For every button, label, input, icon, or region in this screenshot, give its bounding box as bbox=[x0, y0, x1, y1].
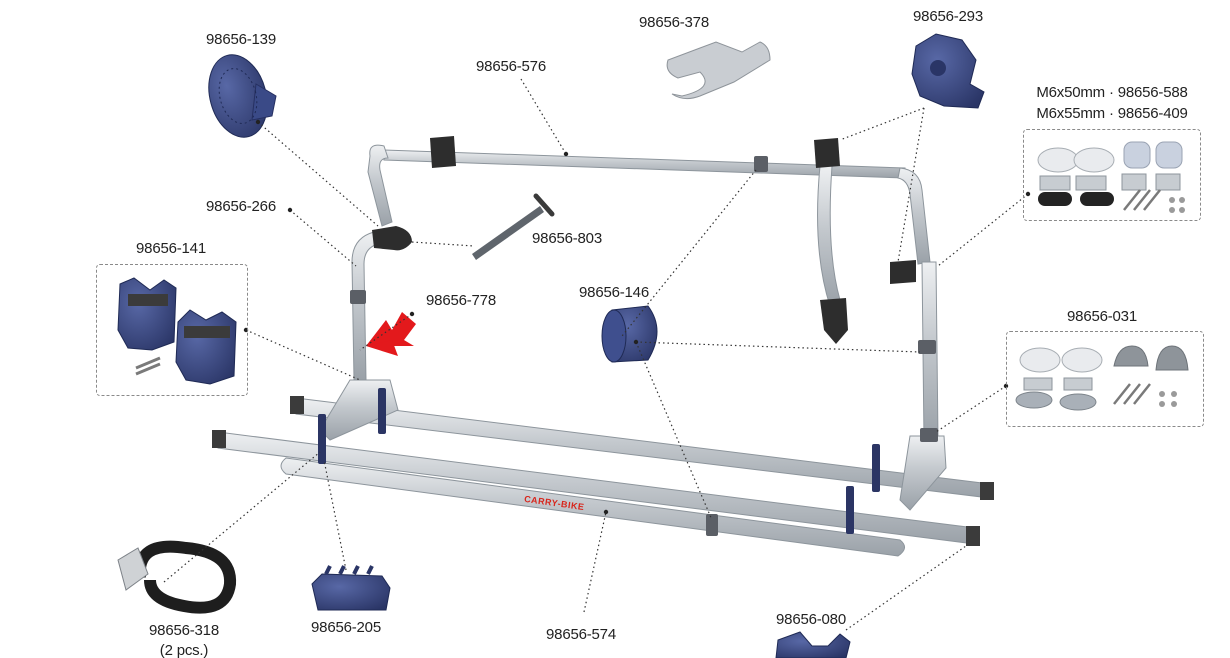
leader-031 bbox=[935, 385, 1007, 433]
red-arrow-icon bbox=[366, 340, 398, 356]
right-foot bbox=[899, 435, 947, 511]
part-146 bbox=[601, 305, 658, 363]
label-98656-378: 98656-378 bbox=[639, 14, 709, 31]
end-cap bbox=[980, 482, 994, 500]
label-98656-266: 98656-266 bbox=[206, 198, 276, 215]
left-foot bbox=[319, 379, 399, 441]
frame-knob bbox=[820, 298, 848, 344]
label-98656-146: 98656-146 bbox=[579, 284, 649, 301]
leader-803 bbox=[411, 241, 475, 247]
part-141-contents bbox=[117, 277, 237, 385]
left-upper-hook bbox=[367, 144, 393, 227]
leader-146-b bbox=[635, 341, 921, 353]
end-cap bbox=[290, 396, 304, 414]
frame-knob bbox=[814, 138, 840, 168]
left-vertical-arm bbox=[351, 231, 379, 381]
rail-strap bbox=[872, 444, 880, 492]
label-98656-080: 98656-080 bbox=[776, 611, 846, 628]
part-293 bbox=[911, 33, 985, 109]
label-m6x50: M6x50mm · 98656-588 bbox=[1036, 84, 1188, 101]
right-upper-bend bbox=[897, 167, 931, 265]
label-98656-778: 98656-778 bbox=[426, 292, 496, 309]
swing-arm bbox=[817, 165, 841, 307]
frame bbox=[212, 136, 994, 557]
rail-strap bbox=[846, 486, 854, 534]
leader-141 bbox=[245, 329, 361, 381]
leader-080 bbox=[845, 545, 967, 631]
part-080 bbox=[775, 631, 851, 658]
tube-clamp bbox=[754, 156, 768, 172]
tube-clamp bbox=[920, 428, 938, 442]
label-m6x55: M6x55mm · 98656-409 bbox=[1036, 105, 1188, 122]
label-98656-318: 98656-318 bbox=[149, 622, 219, 639]
leader-574 bbox=[583, 511, 607, 613]
leader-146-a bbox=[621, 169, 757, 337]
leader-778 bbox=[359, 313, 413, 351]
label-98656-139: 98656-139 bbox=[206, 31, 276, 48]
part-031-box bbox=[1006, 331, 1204, 427]
rail-strap bbox=[318, 414, 326, 464]
label-98656-205: 98656-205 bbox=[311, 619, 381, 636]
leader-146-c bbox=[635, 341, 713, 521]
part-031-contents bbox=[1015, 345, 1189, 411]
label-98656-031: 98656-031 bbox=[1067, 308, 1137, 325]
leader-576 bbox=[520, 78, 567, 155]
part-318 bbox=[117, 540, 237, 614]
m6-hardware-contents bbox=[1037, 141, 1185, 213]
part-141-box bbox=[96, 264, 248, 396]
rail-clip bbox=[706, 514, 718, 536]
end-cap bbox=[212, 430, 226, 448]
leader-205 bbox=[323, 459, 347, 571]
leader-139 bbox=[257, 121, 379, 227]
label-98656-141: 98656-141 bbox=[136, 240, 206, 257]
tube-clamp bbox=[918, 340, 936, 354]
label-98656-318-qty: (2 pcs.) bbox=[159, 642, 209, 658]
frame-knob bbox=[430, 136, 456, 168]
leader-266 bbox=[289, 209, 357, 267]
m6-hardware-box bbox=[1023, 129, 1201, 221]
leader-m6 bbox=[937, 193, 1029, 267]
label-98656-574: 98656-574 bbox=[546, 626, 616, 643]
part-205 bbox=[311, 565, 391, 611]
label-98656-576: 98656-576 bbox=[476, 58, 546, 75]
frame-knob bbox=[890, 260, 916, 284]
end-cap bbox=[966, 526, 980, 546]
rail-strap bbox=[378, 388, 386, 434]
rail-bottom-tube bbox=[280, 457, 905, 557]
frame-knob bbox=[372, 226, 412, 251]
leader-lines bbox=[163, 78, 1031, 631]
label-98656-293: 98656-293 bbox=[913, 8, 983, 25]
part-378 bbox=[666, 41, 771, 100]
leader-293-a bbox=[839, 107, 925, 141]
part-139 bbox=[208, 54, 277, 138]
tube-clamp bbox=[350, 290, 366, 304]
label-98656-803: 98656-803 bbox=[532, 230, 602, 247]
part-803 bbox=[472, 193, 555, 260]
